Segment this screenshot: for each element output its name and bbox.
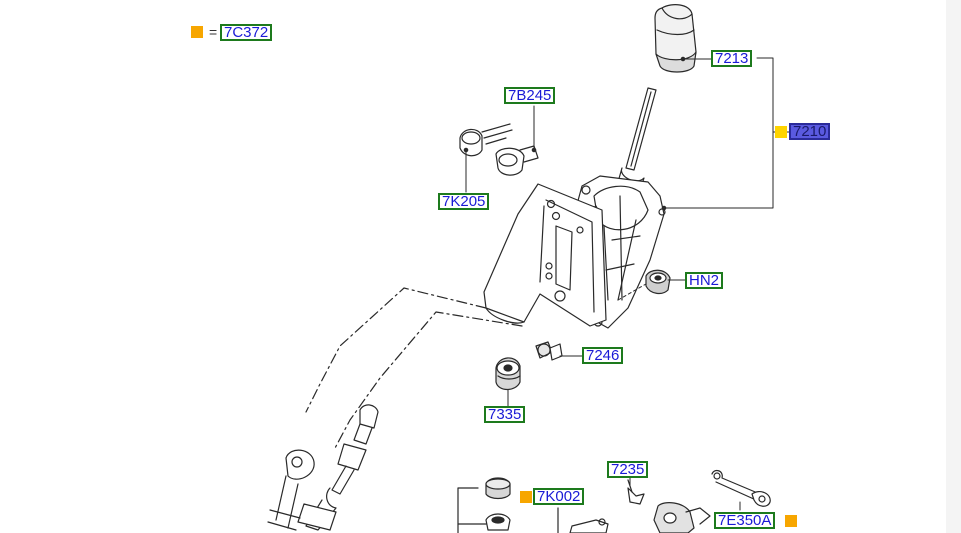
callout-7246[interactable]: 7246 (582, 347, 624, 364)
link-rod-7e350a-part (711, 469, 771, 507)
selector-cable-assembly (267, 404, 379, 531)
legend-orange-marker (191, 26, 203, 38)
callout-7b245[interactable]: 7B245 (504, 87, 556, 104)
callout-7210-yellow-marker (775, 126, 787, 138)
callout-7335[interactable]: 7335 (484, 406, 526, 423)
callout-hn2[interactable]: HN2 (685, 272, 724, 289)
cable-route-outline (305, 287, 523, 451)
bolt-7246-part (535, 341, 563, 361)
nut-hn2-part (645, 269, 671, 295)
callout-7213[interactable]: 7213 (711, 50, 753, 67)
mounting-bracket (483, 183, 607, 327)
callout-7k002-orange-marker (520, 491, 532, 503)
bottom-bushing-parts (457, 477, 511, 533)
callout-7e350a[interactable]: 7E350A (714, 512, 776, 529)
viewer-scroll-edge (946, 0, 961, 533)
callout-7k205[interactable]: 7K205 (438, 193, 490, 210)
callout-7210-selected[interactable]: 7210 (789, 123, 831, 140)
shift-knob-part (654, 4, 697, 73)
shift-lever-shaft (617, 87, 657, 194)
callout-7235[interactable]: 7235 (607, 461, 649, 478)
callout-7k002[interactable]: 7K002 (533, 488, 585, 505)
bottom-linkage-part (557, 507, 609, 533)
callout-7c372[interactable]: 7C372 (220, 24, 273, 41)
grommet-7335-part (495, 357, 521, 391)
legend-equals-sign: = (209, 24, 218, 40)
leader-lines (463, 56, 790, 521)
spring-clip-part (495, 145, 539, 176)
bottom-cable-end-part (653, 502, 711, 533)
callout-7e350a-orange-marker (785, 515, 797, 527)
